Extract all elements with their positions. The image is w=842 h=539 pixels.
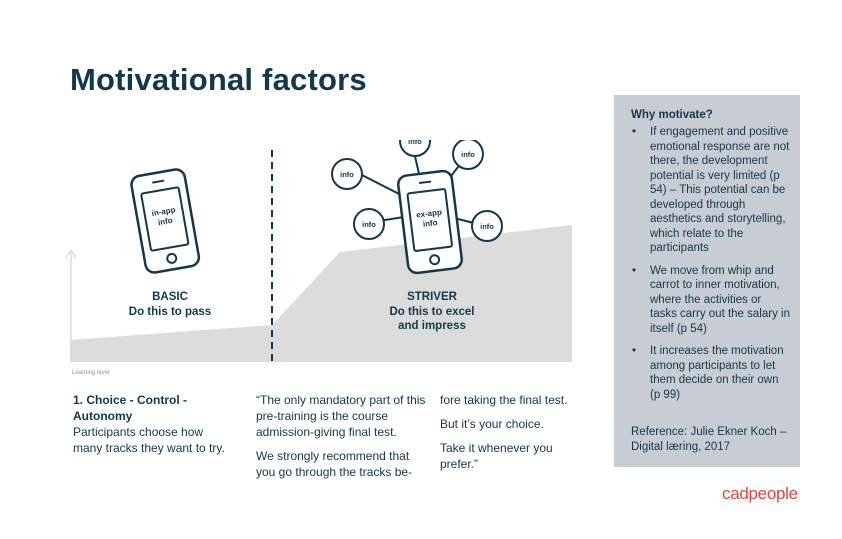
list-item: We move from whip and carrot to inner mo… [630,264,790,337]
panel-reference: Reference: Julie Ekner Koch – Digital læ… [631,426,787,453]
brand-logo: cadpeople [722,484,798,503]
basic-title: BASIC [152,291,188,303]
quote-paragraph-1: “The only mandatory part of this pre-tra… [256,393,426,439]
quote-paragraph-5: Take it whenever you prefer.” [440,441,553,471]
info-bubble: info [353,208,385,240]
striver-subtitle-1: Do this to excel [390,306,475,318]
svg-text:info: info [408,140,422,146]
quote-paragraph-3: fore taking the final test. [440,393,568,407]
striver-title: STRIVER [407,291,458,303]
quote-paragraph-2: We strongly recommend that you go throug… [256,449,413,479]
panel-title: Why motivate? [631,109,713,121]
info-bubble: info [452,140,484,170]
page-title: Motivational factors [70,62,367,97]
svg-text:info: info [461,150,475,159]
text-column-1: 1. Choice - Control - Autonomy Participa… [73,392,233,456]
svg-text:info: info [480,222,494,231]
quote-paragraph-4: But it’s your choice. [440,417,544,431]
y-axis-arrow [65,248,77,259]
column-body: Participants choose how many tracks they… [73,425,225,455]
text-column-3: fore taking the final test. But it’s you… [440,392,590,480]
right-phone-line2: info [422,218,438,229]
info-bubble: info [399,140,431,157]
list-item: It increases the motivation among partic… [630,344,790,402]
svg-text:info: info [340,170,354,179]
basic-subtitle: Do this to pass [129,306,211,318]
why-motivate-panel: Why motivate? If engagement and positive… [614,95,800,467]
list-item: If engagement and positive emotional res… [630,125,790,256]
learning-level-diagram: Learning level in-app info ex-app info i… [65,140,572,376]
right-phone-line1: ex-app [416,208,443,220]
column-heading-line2: Autonomy [73,409,133,423]
axis-label: Learning level [72,370,109,376]
phone-icon: ex-app info [397,169,463,275]
info-bubble: info [471,210,503,242]
striver-subtitle-2: and impress [398,320,466,332]
left-phone-line1: in-app [151,205,176,218]
svg-text:info: info [362,220,376,229]
info-bubble: info [331,158,363,190]
phone-icon: in-app info [130,168,201,274]
left-phone-line2: info [157,216,173,227]
text-column-2: “The only mandatory part of this pre-tra… [256,392,426,488]
column-heading-line1: 1. Choice - Control - [73,393,187,407]
panel-list: If engagement and positive emotional res… [630,125,790,410]
